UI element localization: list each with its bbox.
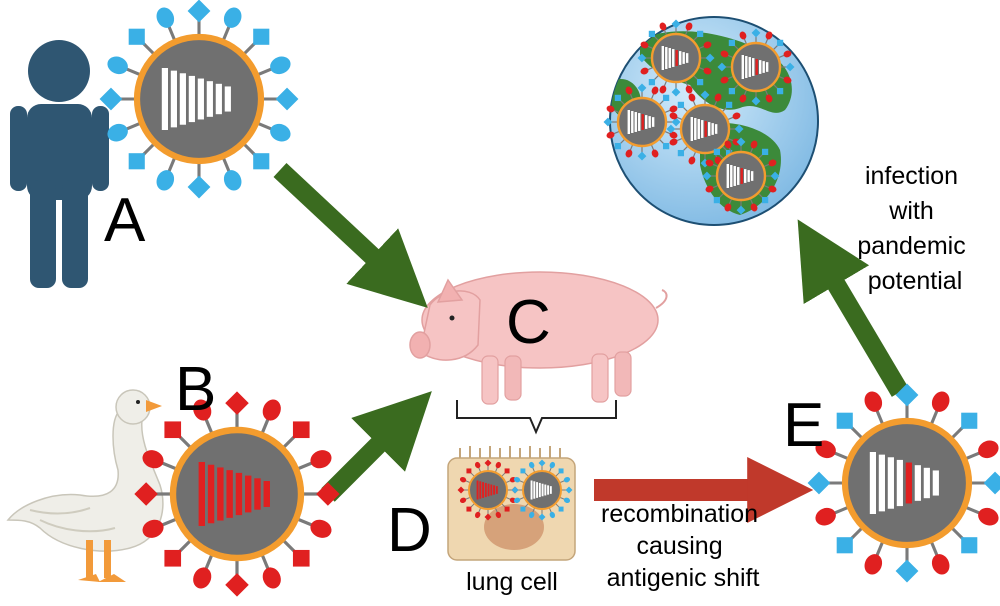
caption-recombination-line-2: causing <box>636 532 722 560</box>
label-e: E <box>783 391 824 460</box>
label-a: A <box>104 186 146 255</box>
virus-b <box>134 391 340 597</box>
virus-globe-1 <box>637 19 715 97</box>
arrow-b-to-c <box>321 391 432 502</box>
pig-icon <box>409 271 668 405</box>
virus-a <box>99 0 299 199</box>
caption-infection-line-1: infection <box>865 162 958 190</box>
caption-recombination: recombination causing antigenic shift <box>601 500 765 592</box>
caption-infection-line-4: potential <box>868 267 963 295</box>
virus-globe-2 <box>717 28 795 106</box>
caption-lung-cell: lung cell <box>466 568 558 596</box>
arrow-e-to-globe <box>797 219 909 397</box>
virus-d-human <box>511 459 573 521</box>
caption-recombination-line-1: recombination <box>601 500 758 528</box>
virus-e <box>807 383 1000 583</box>
virus-globe-5 <box>702 137 780 215</box>
virus-d-avian <box>457 459 519 521</box>
human-icon <box>10 40 109 288</box>
label-b: B <box>175 355 216 424</box>
caption-infection-line-3: pandemic <box>857 232 965 260</box>
virus-globe-3 <box>603 83 681 161</box>
caption-infection: infection with pandemic potential <box>857 162 972 295</box>
virus-globe-4 <box>666 90 744 168</box>
arrow-a-to-c <box>273 163 428 308</box>
label-d: D <box>387 496 432 565</box>
goose-icon <box>6 389 164 582</box>
caption-infection-line-2: with <box>888 197 933 225</box>
bracket <box>456 400 617 435</box>
label-c: C <box>506 288 551 357</box>
caption-recombination-line-3: antigenic shift <box>607 564 760 592</box>
